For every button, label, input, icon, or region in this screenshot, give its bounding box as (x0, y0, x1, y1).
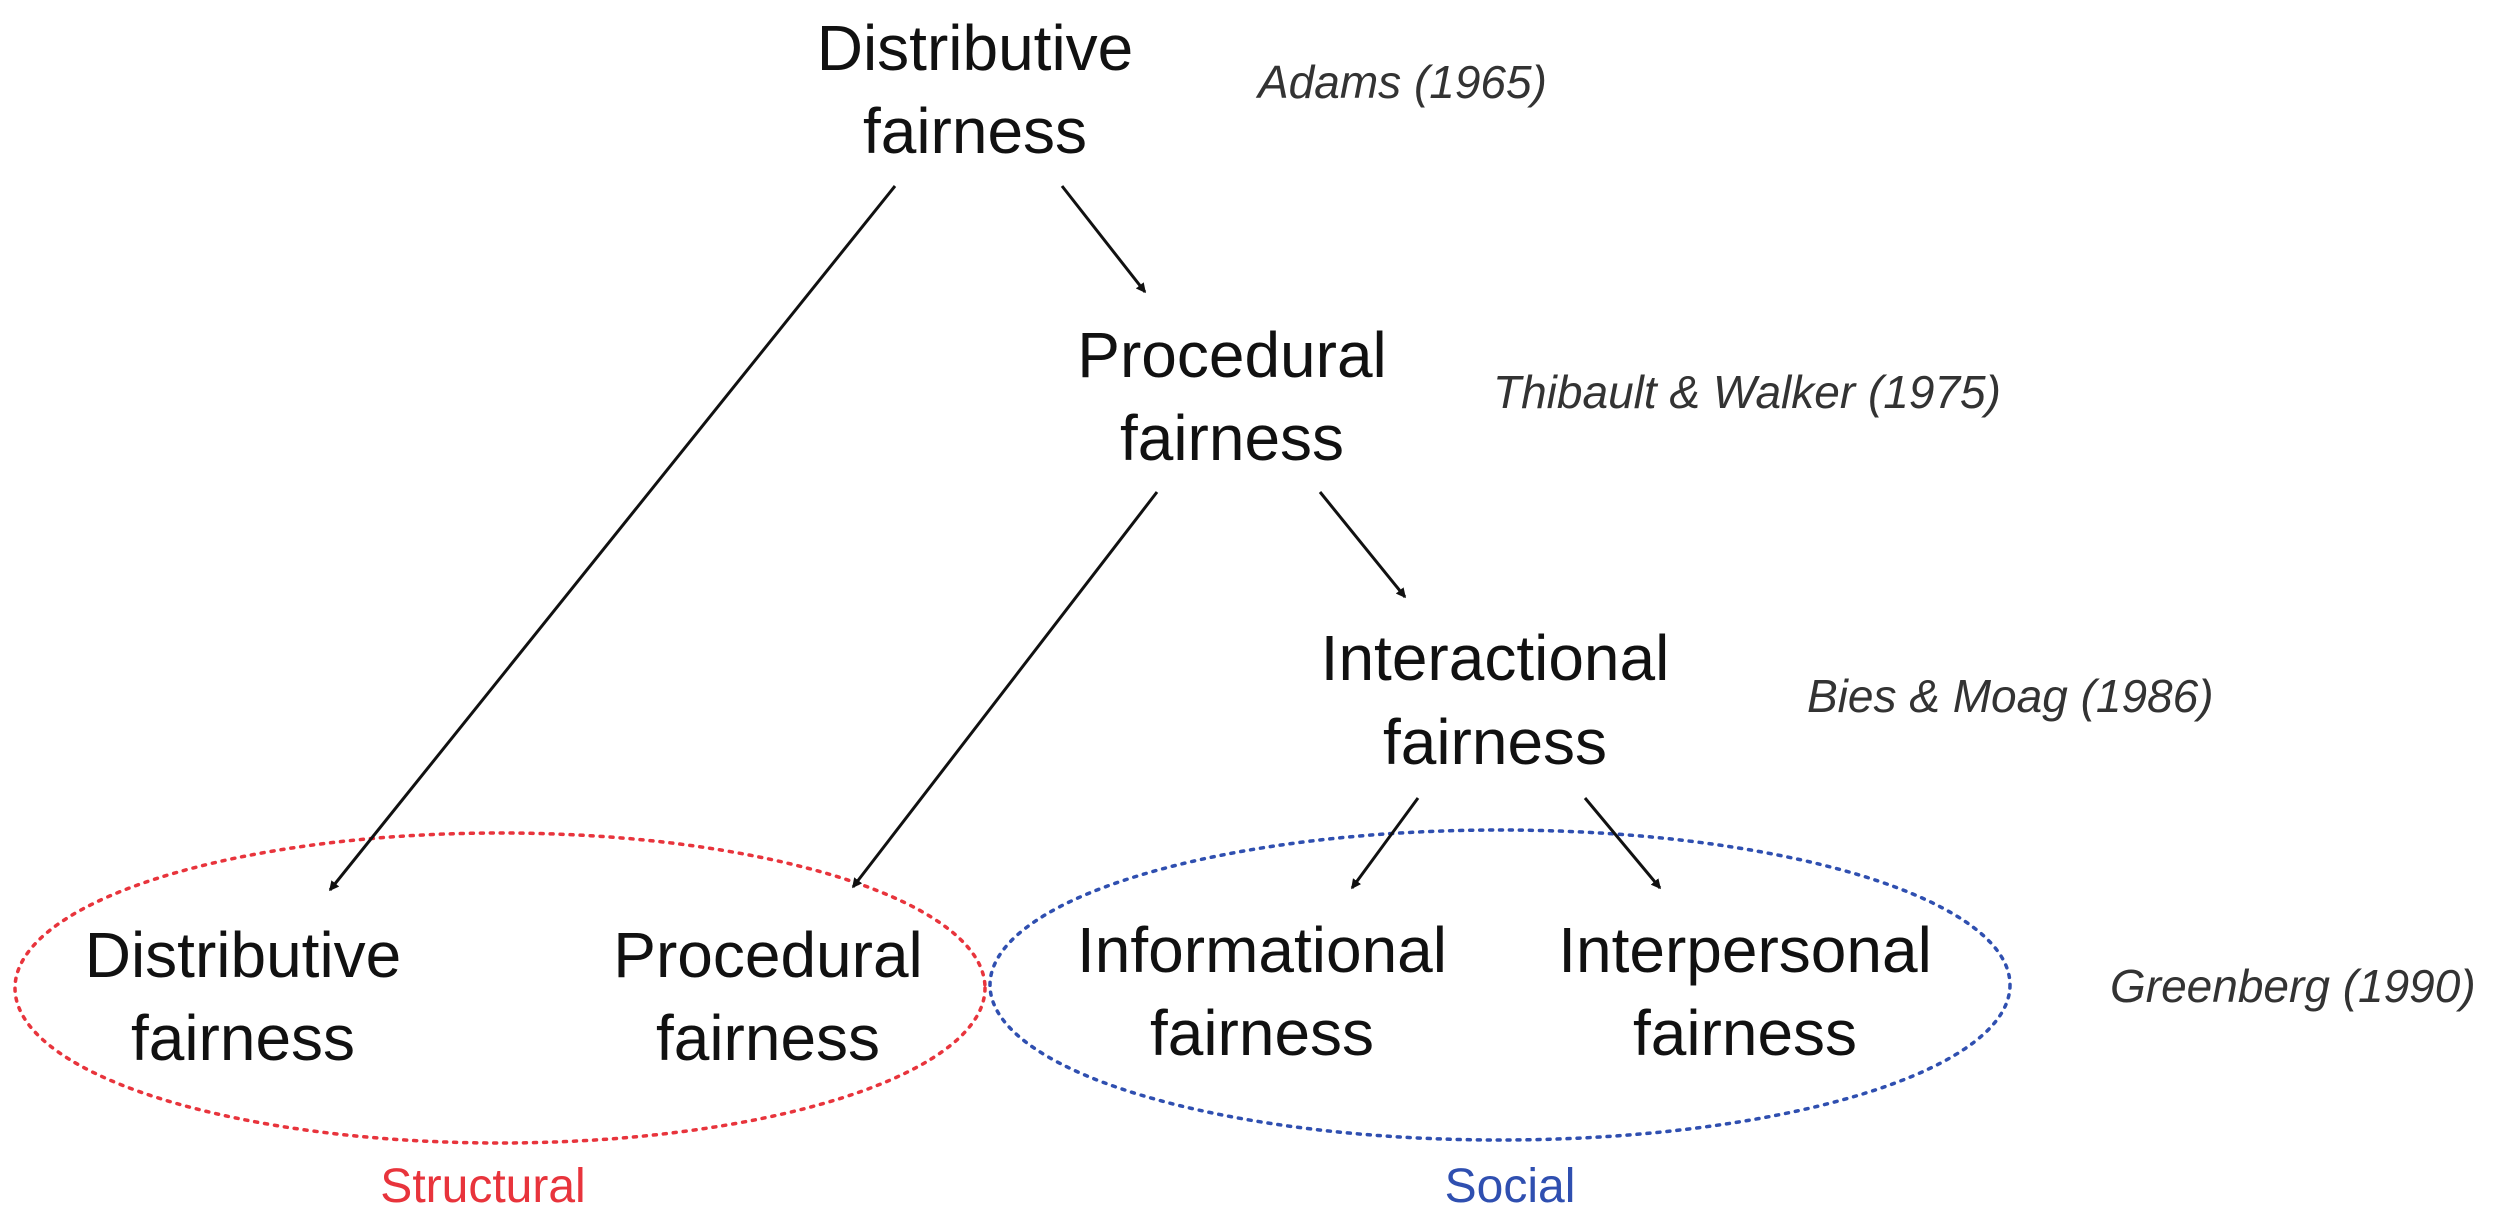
node-label-line1: Procedural (613, 919, 923, 991)
arrow-interactional-to-informational (1350, 797, 1420, 890)
node-label-line1: Distributive (817, 12, 1134, 84)
citation-greenberg: Greenberg (1990) (2110, 960, 2476, 1012)
node-label-line2: fairness (656, 1002, 880, 1074)
node-label-line1: Procedural (1077, 319, 1387, 391)
node-distributive-fairness-bottom: Distributive fairness (85, 919, 402, 1074)
arrow-procedural-to-interactional (1318, 491, 1407, 599)
social-group-ellipse (988, 828, 2012, 1142)
citation-adams: Adams (1965) (1255, 56, 1547, 108)
arrow-procedural-to-procedural-bottom (851, 491, 1159, 889)
node-label-line2: fairness (1150, 997, 1374, 1069)
node-label-line1: Distributive (85, 919, 402, 991)
node-label-line2: fairness (1633, 997, 1857, 1069)
arrow-distributive-to-procedural (1060, 185, 1147, 294)
structural-group-ellipse (13, 831, 987, 1145)
citation-thibault-walker: Thibault & Walker (1975) (1493, 366, 2001, 418)
structural-group-label: Structural (380, 1160, 585, 1213)
node-label-line1: Interactional (1321, 622, 1670, 694)
node-distributive-fairness-top: Distributive fairness (817, 12, 1134, 167)
social-group-label: Social (1445, 1160, 1576, 1213)
node-label-line2: fairness (1120, 402, 1344, 474)
node-interactional-fairness: Interactional fairness (1321, 622, 1670, 778)
node-label-line1: Informational (1077, 914, 1447, 986)
node-procedural-fairness-mid: Procedural fairness (1077, 319, 1387, 474)
node-interpersonal-fairness: Interpersonal fairness (1558, 914, 1932, 1069)
node-label-line2: fairness (1383, 706, 1607, 778)
node-procedural-fairness-bottom: Procedural fairness (613, 919, 923, 1074)
node-informational-fairness: Informational fairness (1077, 914, 1447, 1069)
node-label-line2: fairness (863, 95, 1087, 167)
arrow-interactional-to-interpersonal (1583, 797, 1662, 890)
node-label-line2: fairness (131, 1002, 355, 1074)
arrow-distributive-to-distributive-bottom (328, 185, 897, 892)
node-label-line1: Interpersonal (1558, 914, 1932, 986)
citation-bies-moag: Bies & Moag (1986) (1807, 670, 2214, 722)
